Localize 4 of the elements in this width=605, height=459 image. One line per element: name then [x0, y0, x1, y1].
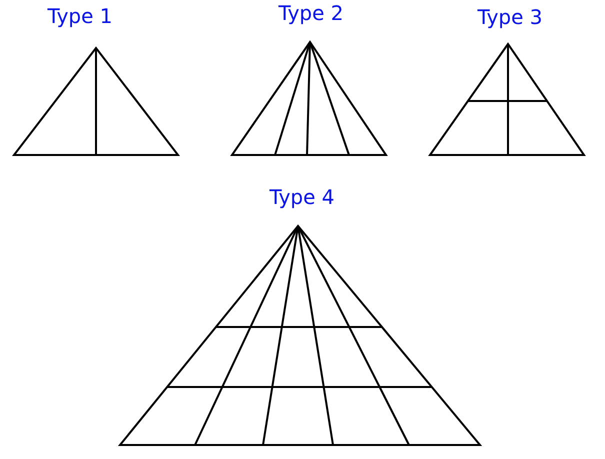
- type-heading: Type 2: [278, 1, 344, 25]
- type-heading: Type 3: [477, 5, 543, 29]
- type-heading: Type 4: [269, 185, 335, 209]
- type-heading: Type 1: [47, 4, 113, 28]
